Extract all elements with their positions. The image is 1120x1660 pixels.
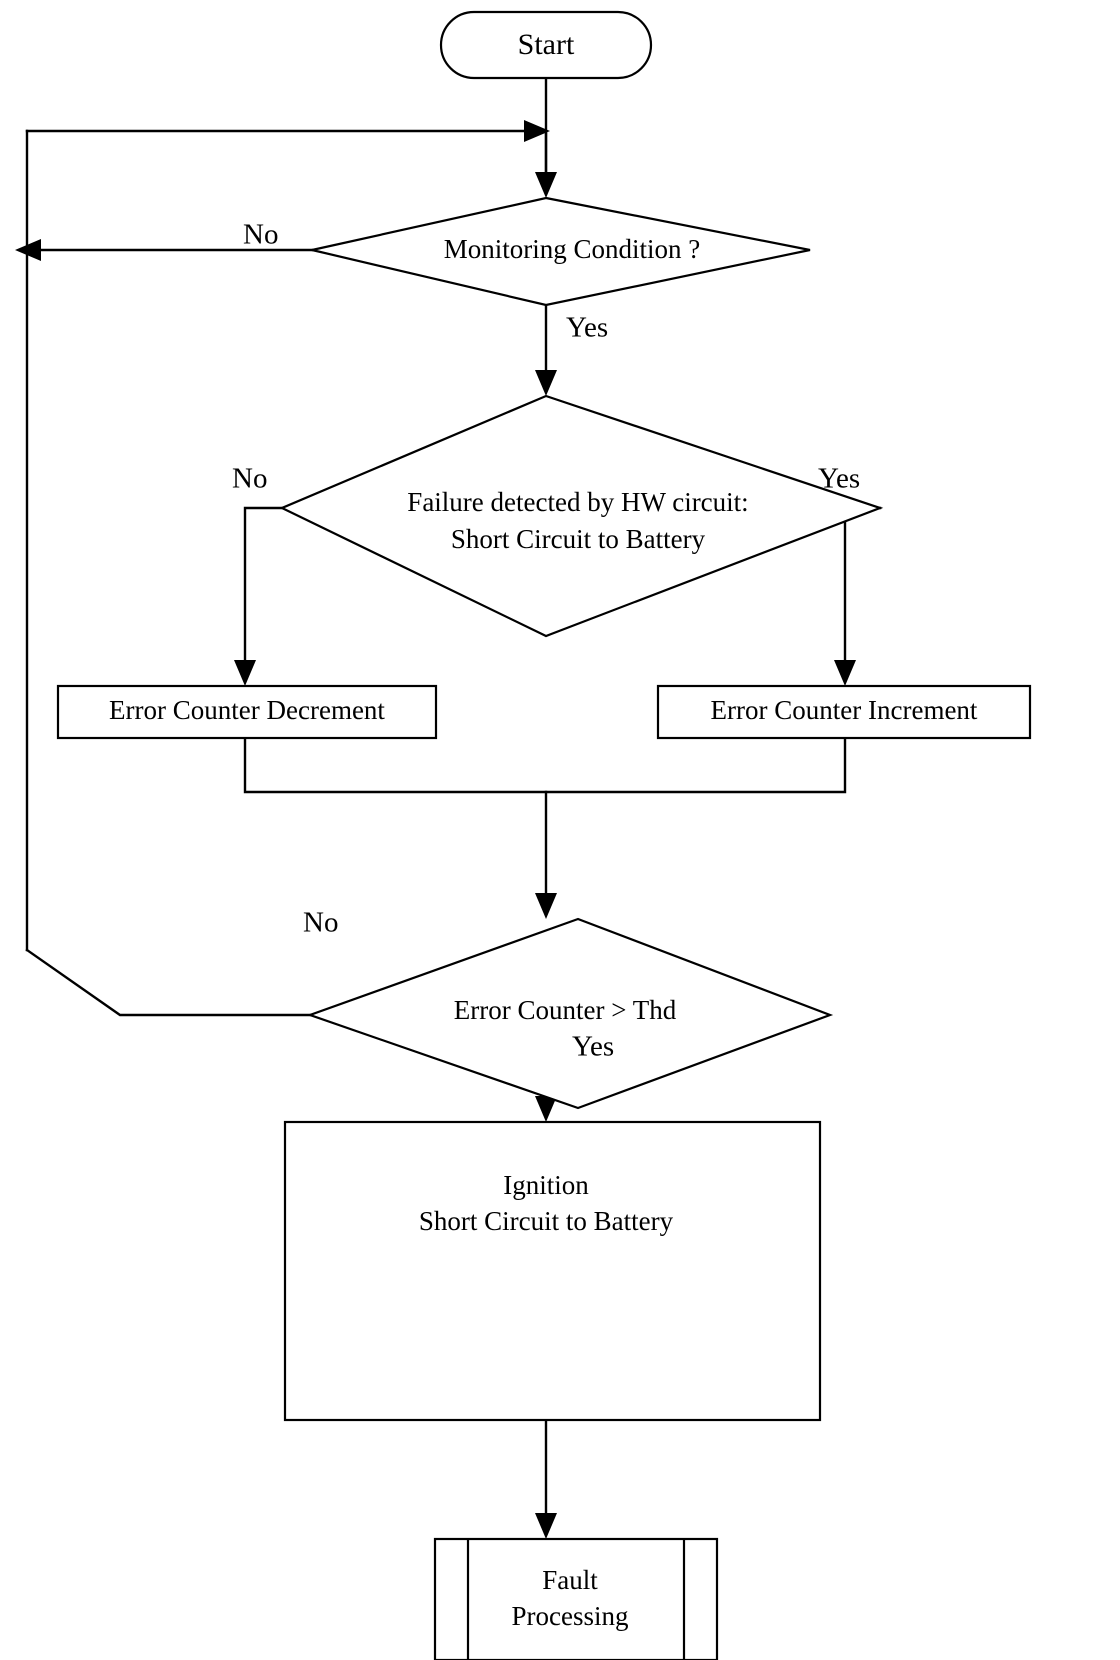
branch-label-failure-yes: Yes xyxy=(818,463,860,495)
edge-counter-merge xyxy=(243,735,847,794)
node-error-counter-decrement[interactable]: Error Counter Decrement xyxy=(56,684,438,740)
arrowhead-failure-no xyxy=(234,660,256,686)
branch-label-monitoring-yes: Yes xyxy=(566,312,608,344)
ignition-short-circuit-box xyxy=(283,1120,822,1422)
branch-label-layer: No Yes No Yes No Yes xyxy=(232,219,860,1063)
arrowhead-threshold-yes xyxy=(535,1096,557,1122)
error-counter-threshold-diamond xyxy=(306,917,834,1110)
node-ignition-short-circuit[interactable]: Ignition Short Circuit to Battery xyxy=(283,1120,822,1422)
node-failure-detected[interactable]: Failure detected by HW circuit: Short Ci… xyxy=(279,394,884,638)
node-error-counter-threshold[interactable]: Error Counter > Thd xyxy=(306,917,834,1110)
branch-label-monitoring-no: No xyxy=(243,219,278,251)
arrowhead-merge-to-threshold xyxy=(535,893,557,919)
fault-processing-label-line2: Processing xyxy=(512,1601,629,1631)
fault-processing-box xyxy=(433,1537,719,1660)
node-error-counter-increment[interactable]: Error Counter Increment xyxy=(656,684,1032,740)
error-counter-increment-box xyxy=(656,684,1032,740)
start-terminator-shape xyxy=(439,10,653,80)
monitoring-condition-label: Monitoring Condition ? xyxy=(444,234,701,264)
node-fault-processing[interactable]: Fault Processing xyxy=(433,1537,719,1660)
error-counter-decrement-label: Error Counter Decrement xyxy=(109,695,385,725)
edge-failure-yes xyxy=(843,506,882,677)
monitoring-condition-diamond xyxy=(311,196,811,307)
branch-label-failure-no: No xyxy=(232,463,267,495)
ignition-label-line2: Short Circuit to Battery xyxy=(419,1206,674,1236)
fault-processing-label-line1: Fault xyxy=(542,1565,598,1595)
failure-detected-label-line1: Failure detected by HW circuit: xyxy=(407,487,748,517)
arrowhead-monitoring-no xyxy=(15,239,41,261)
arrowhead-loopback-into-monitoring xyxy=(524,120,550,142)
ignition-label-line1: Ignition xyxy=(503,1170,589,1200)
node-monitoring-condition[interactable]: Monitoring Condition ? xyxy=(311,196,811,307)
edge-threshold-no xyxy=(25,948,312,1017)
failure-detected-diamond xyxy=(279,394,884,638)
edge-failure-no xyxy=(243,506,284,677)
arrowhead-monitoring-yes xyxy=(535,370,557,396)
start-label: Start xyxy=(518,28,575,61)
node-start[interactable]: Start xyxy=(439,10,653,80)
branch-label-threshold-no: No xyxy=(303,907,338,939)
error-counter-increment-label: Error Counter Increment xyxy=(711,695,978,725)
error-counter-threshold-label: Error Counter > Thd xyxy=(454,995,677,1025)
branch-label-threshold-yes: Yes xyxy=(572,1031,614,1063)
arrowhead-failure-yes xyxy=(834,660,856,686)
failure-detected-label-line2: Short Circuit to Battery xyxy=(451,524,706,554)
arrowhead-ignition-to-fault xyxy=(535,1513,557,1539)
error-counter-decrement-box xyxy=(56,684,438,740)
